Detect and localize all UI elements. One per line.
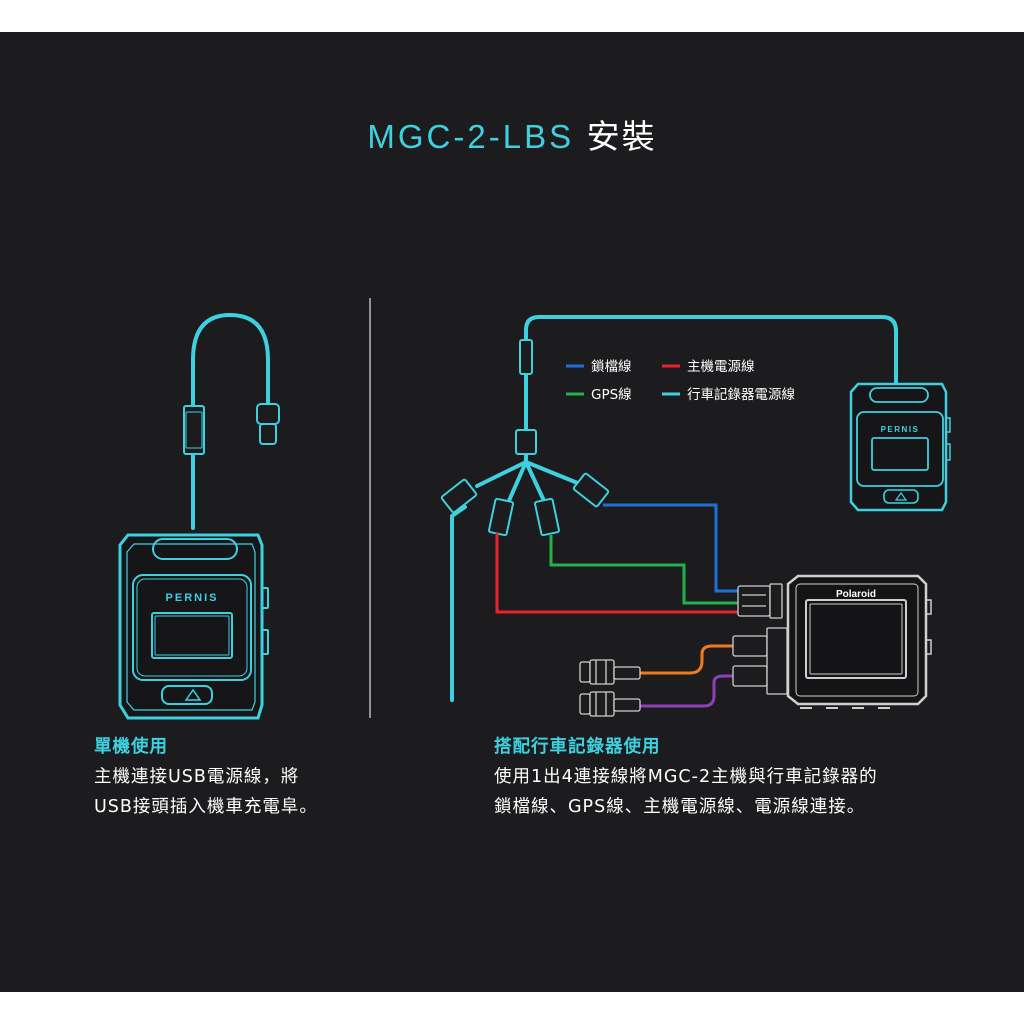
legend-label-main-power: 主機電源線 [687, 359, 755, 375]
unit-brand-small: PERNIS [881, 425, 920, 434]
wire-orange [640, 644, 735, 675]
legend-label-recorder-power: 行車記錄器電源線 [687, 386, 795, 403]
main-unit-small [849, 382, 951, 512]
title-model: MGC-2-LBS [367, 118, 575, 155]
recorder-usage-line-1: 使用1出4連接線將MGC-2主機與行車記錄器的 [494, 767, 878, 787]
wire-red [495, 533, 740, 614]
harness-trunk [450, 315, 898, 702]
recorder-connectors [732, 583, 788, 695]
page-title: MGC-2-LBS 安裝 [0, 110, 1024, 158]
wire-purple [640, 674, 735, 708]
title-suffix: 安裝 [586, 117, 657, 156]
legend-label-lock: 鎖檔線 [591, 359, 632, 375]
unit-brand-large: PERNIS [166, 592, 219, 604]
wire-blue [603, 503, 740, 593]
standalone-usage-line-2: USB接頭插入機車充電阜。 [94, 797, 318, 817]
recorder-usage-line-2: 鎖檔線、GPS線、主機電源線、電源線連接。 [494, 797, 866, 817]
dash-cam-recorder [786, 574, 932, 709]
recorder-brand: Polaroid [836, 589, 876, 600]
recorder-usage-heading: 搭配行車記錄器使用 [494, 737, 661, 757]
camera-plugs [579, 659, 641, 717]
usb-cable [191, 312, 270, 530]
usb-plug [183, 403, 280, 455]
legend-label-gps: GPS線 [591, 387, 632, 403]
wire-green [549, 535, 740, 605]
legend: 鎖檔線 主機電源線 GPS線 行車記錄器電源線 [566, 359, 795, 403]
main-unit-large [118, 533, 269, 720]
standalone-usage-heading: 單機使用 [94, 737, 168, 757]
standalone-usage-line-1: 主機連接USB電源線，將 [94, 767, 300, 787]
harness-connectors [440, 339, 610, 537]
recorder-usage-caption: 搭配行車記錄器使用 使用1出4連接線將MGC-2主機與行車記錄器的 鎖檔線、GP… [494, 732, 878, 822]
standalone-usage-caption: 單機使用 主機連接USB電源線，將 USB接頭插入機車充電阜。 [94, 732, 318, 822]
